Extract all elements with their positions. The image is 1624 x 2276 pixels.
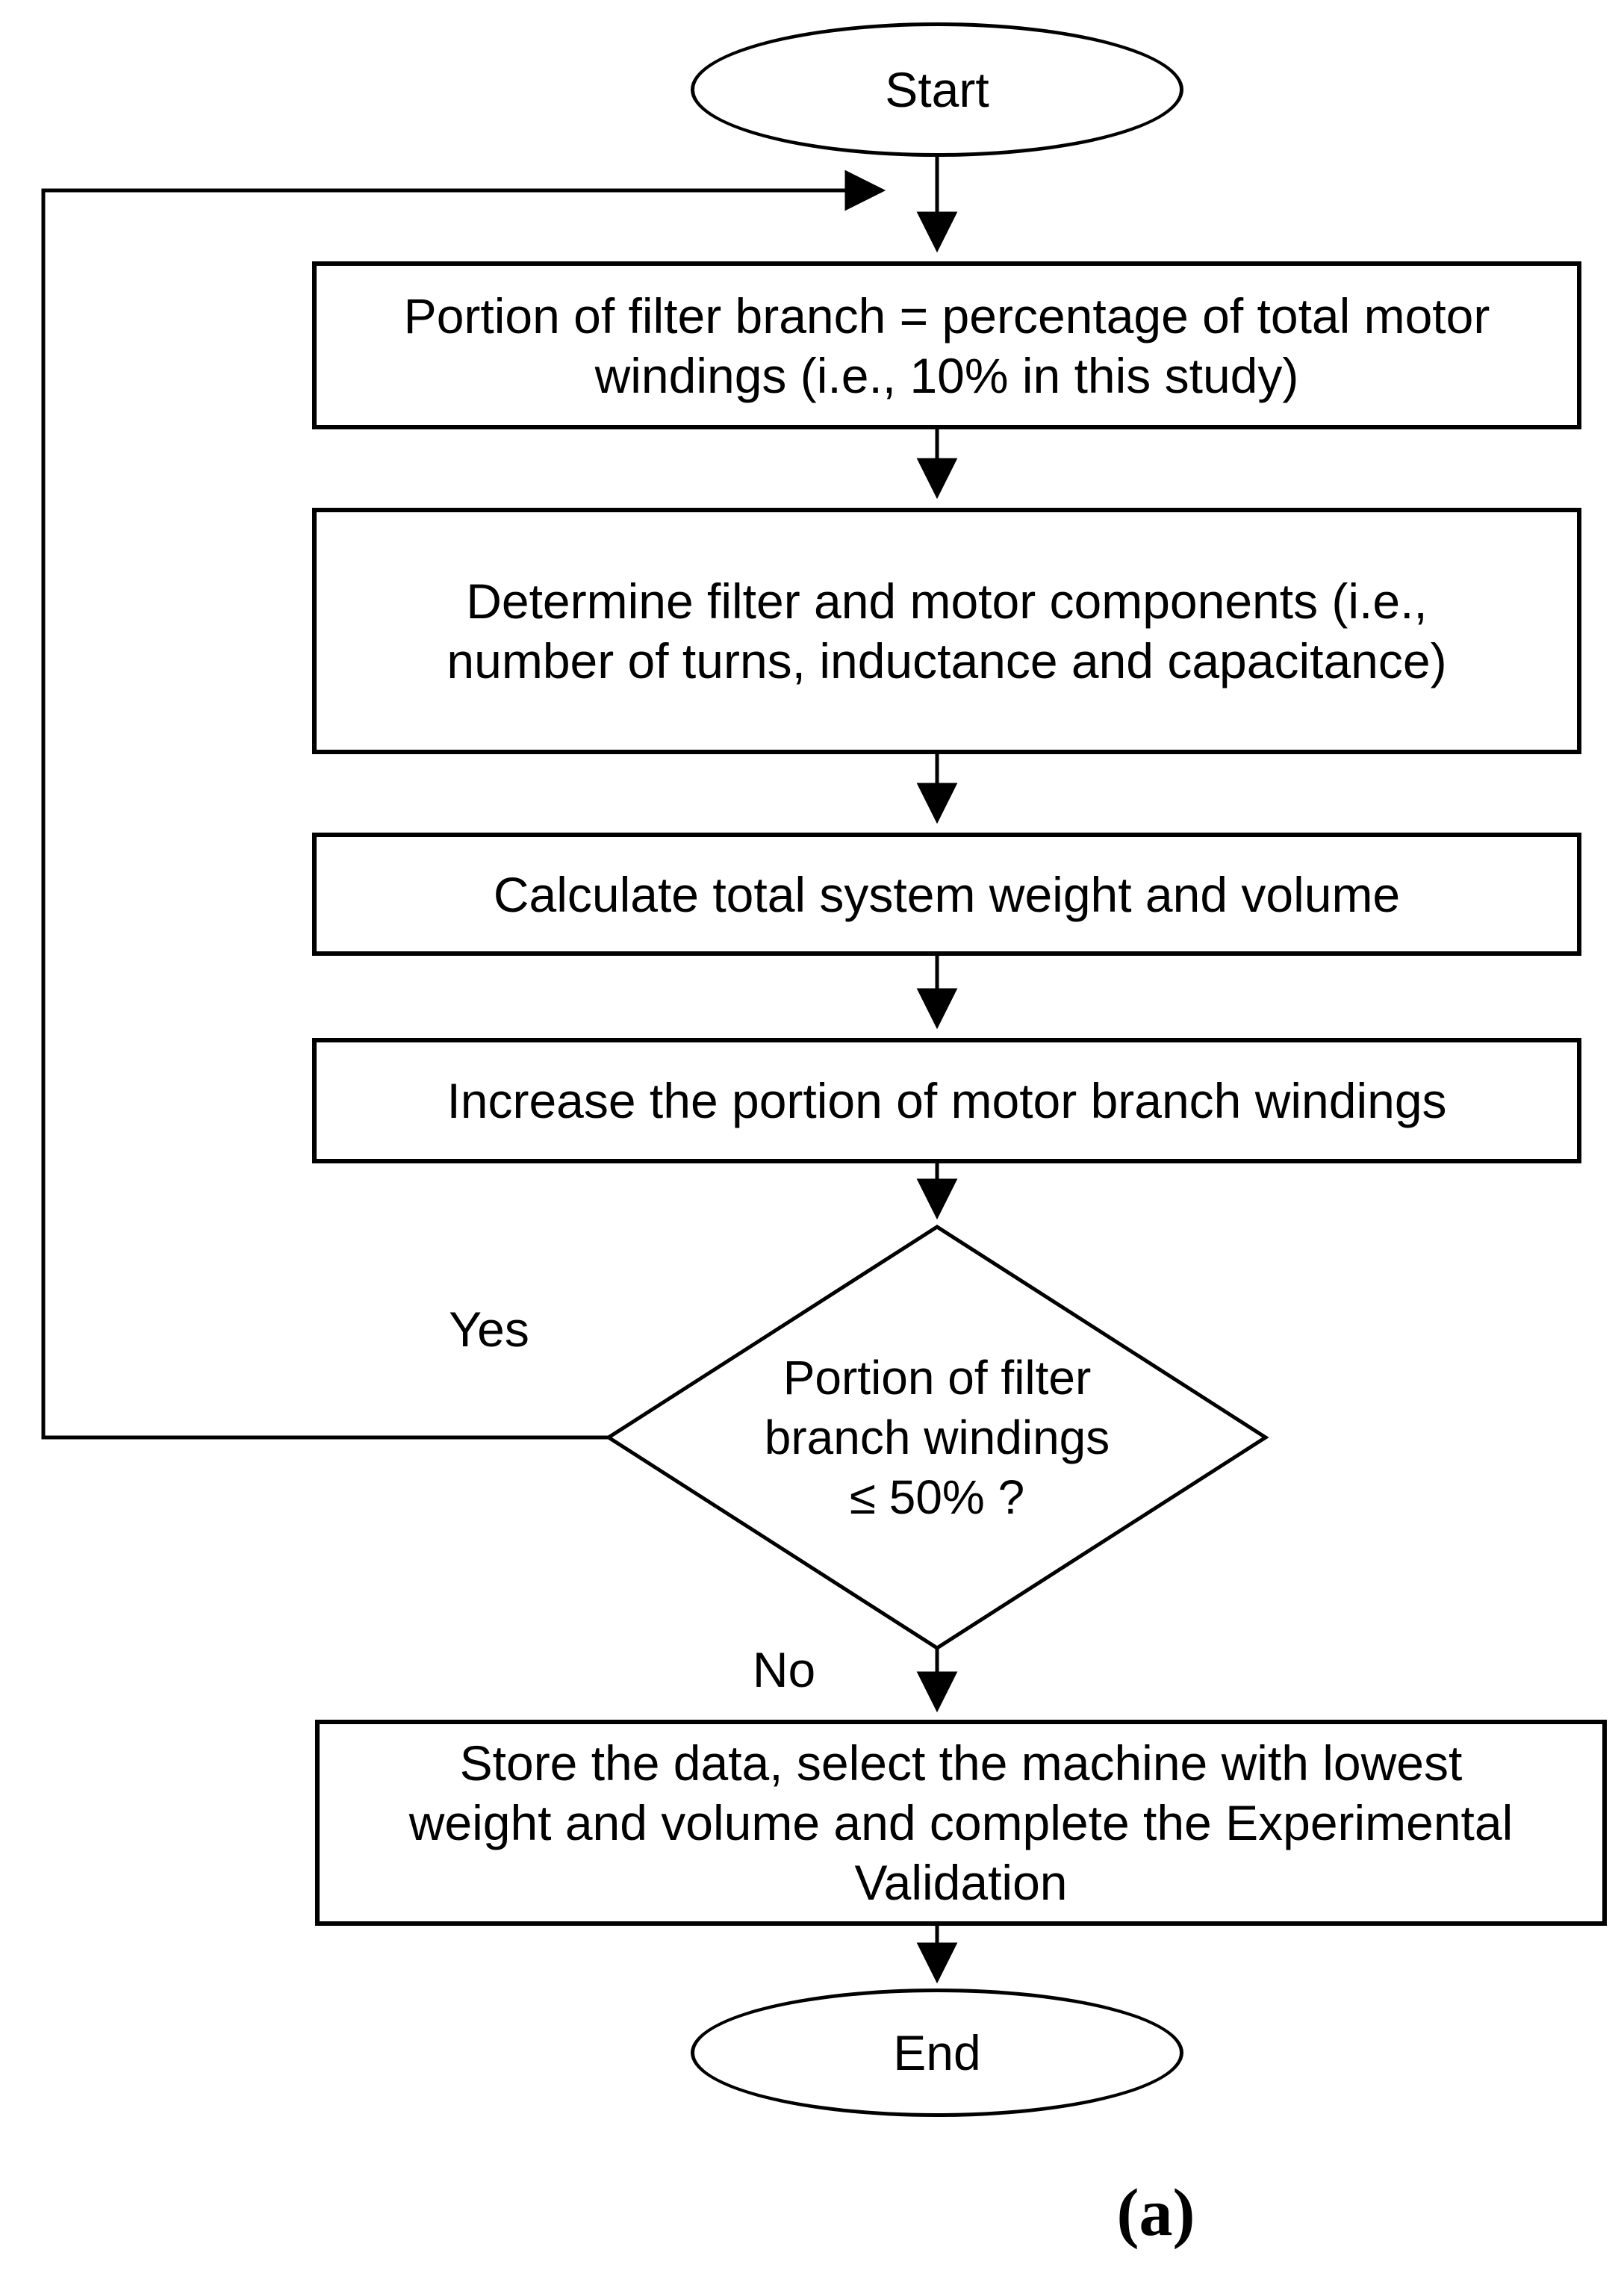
connector-yes-loop	[41, 170, 886, 1440]
node-calculate-weight: Calculate total system weight and volume	[312, 833, 1581, 956]
edge-label-yes: Yes	[449, 1301, 529, 1357]
node-store-data-line1: Store the data, select the machine with …	[459, 1735, 1463, 1791]
node-init-portion-line2: windings (i.e., 10% in this study)	[594, 347, 1299, 403]
node-store-data-line3: Validation	[854, 1855, 1068, 1910]
node-end-label: End	[893, 2025, 981, 2080]
node-store-data: Store the data, select the machine with …	[315, 1720, 1607, 1926]
node-decision-line3: ≤ 50% ?	[849, 1470, 1025, 1524]
node-calculate-weight-line1: Calculate total system weight and volume	[493, 866, 1401, 922]
edge-label-no: No	[752, 1641, 816, 1697]
node-determine-components: Determine filter and motor components (i…	[312, 508, 1581, 754]
node-init-portion-line1: Portion of filter branch = percentage of…	[403, 287, 1490, 343]
node-start-label: Start	[885, 62, 989, 117]
node-determine-components-line1: Determine filter and motor components (i…	[466, 573, 1428, 629]
node-increase-portion-line1: Increase the portion of motor branch win…	[447, 1073, 1447, 1128]
node-store-data-line2: weight and volume and complete the Exper…	[408, 1795, 1513, 1850]
node-determine-components-line2: number of turns, inductance and capacita…	[447, 633, 1447, 688]
node-init-portion: Portion of filter branch = percentage of…	[312, 261, 1581, 429]
node-decision-line2: branch windings	[764, 1411, 1110, 1464]
node-end: End	[691, 1989, 1183, 2117]
node-decision-portion: Portion of filter branch windings ≤ 50% …	[713, 1333, 1161, 1542]
node-increase-portion: Increase the portion of motor branch win…	[312, 1038, 1581, 1163]
figure-caption: (a)	[1116, 2175, 1195, 2250]
node-start: Start	[691, 22, 1183, 157]
node-decision-line1: Portion of filter	[783, 1351, 1092, 1405]
